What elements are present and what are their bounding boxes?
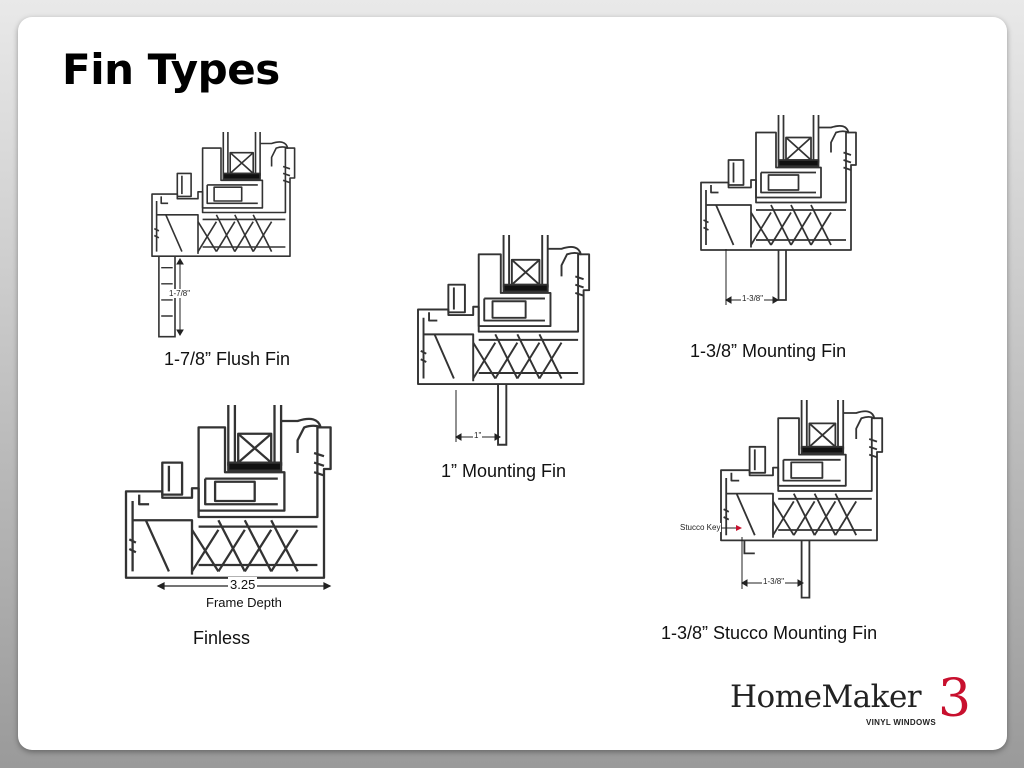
mounting-fin-profile: [700, 114, 857, 301]
homemaker-logo: HomeMaker 3 VINYL WINDOWS: [730, 669, 980, 733]
finless-dimension-label: 3.25: [228, 577, 258, 592]
logo-name: HomeMaker: [730, 679, 922, 715]
mounting-fin-dimension-label: 1-3/8": [741, 294, 765, 303]
logo-tagline: VINYL WINDOWS: [866, 718, 936, 727]
stucco-key-callout: Stucco Key: [679, 523, 722, 532]
flush-fin-caption: 1-7/8” Flush Fin: [164, 349, 291, 369]
one-inch-fin-dimension-label: 1": [473, 431, 483, 440]
stucco-fin-dimension-label: 1-3/8": [762, 577, 786, 586]
flush-fin-profile: [151, 131, 296, 338]
slide: Fin Types: [18, 17, 1007, 750]
stucco-fin-profile: [720, 399, 884, 599]
finless-dimension-note: Frame Depth: [204, 595, 284, 610]
finless-profile: [124, 403, 332, 579]
one-inch-fin-profile: [417, 234, 591, 446]
finless-caption: Finless: [193, 628, 251, 648]
slide-title: Fin Types: [62, 45, 280, 94]
one-inch-fin-caption: 1” Mounting Fin: [441, 461, 567, 481]
stucco-fin-caption: 1-3/8” Stucco Mounting Fin: [661, 623, 878, 643]
logo-number: 3: [938, 669, 972, 729]
flush-fin-dimension-label: 1-7/8": [168, 289, 192, 298]
stucco-key-leader: [718, 525, 742, 531]
mounting-fin-caption: 1-3/8” Mounting Fin: [690, 341, 847, 361]
